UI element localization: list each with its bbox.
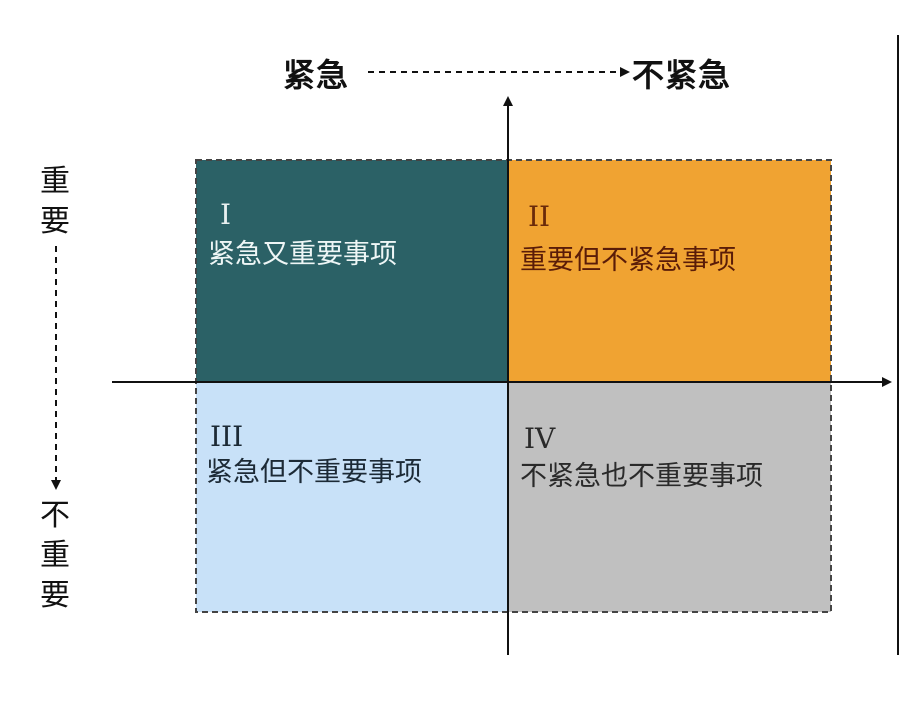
axis-label-urgent: 紧急 <box>283 56 350 94</box>
quadrant-urgent-important: I 紧急又重要事项 <box>196 160 508 382</box>
axis-label-char: 重 <box>40 164 70 199</box>
quadrant-important-not-urgent: II 重要但不紧急事项 <box>508 160 831 382</box>
matrix-border <box>195 159 832 613</box>
axis-label-char: 重 <box>40 538 70 573</box>
quadrant-label: 紧急但不重要事项 <box>206 457 422 488</box>
axis-label-important: 重 要 <box>38 162 72 242</box>
quadrant-label: 不紧急也不重要事项 <box>520 461 763 492</box>
quadrant-label: 重要但不紧急事项 <box>520 245 736 276</box>
quadrant-numeral: III <box>210 420 244 453</box>
quadrant-urgent-not-important: III 紧急但不重要事项 <box>196 382 508 612</box>
quadrant-numeral: IV <box>524 422 556 455</box>
axis-label-not-important: 不 重 要 <box>38 496 72 616</box>
quadrant-not-urgent-not-important: IV 不紧急也不重要事项 <box>508 382 831 612</box>
quadrant-label: 紧急又重要事项 <box>208 239 397 270</box>
axis-label-char: 要 <box>40 578 70 613</box>
quadrant-numeral: I <box>220 198 232 231</box>
axis-label-not-urgent: 不紧急 <box>632 56 732 94</box>
quadrant-numeral: II <box>528 200 551 233</box>
axis-label-char: 要 <box>40 204 70 239</box>
axis-label-char: 不 <box>40 498 70 533</box>
